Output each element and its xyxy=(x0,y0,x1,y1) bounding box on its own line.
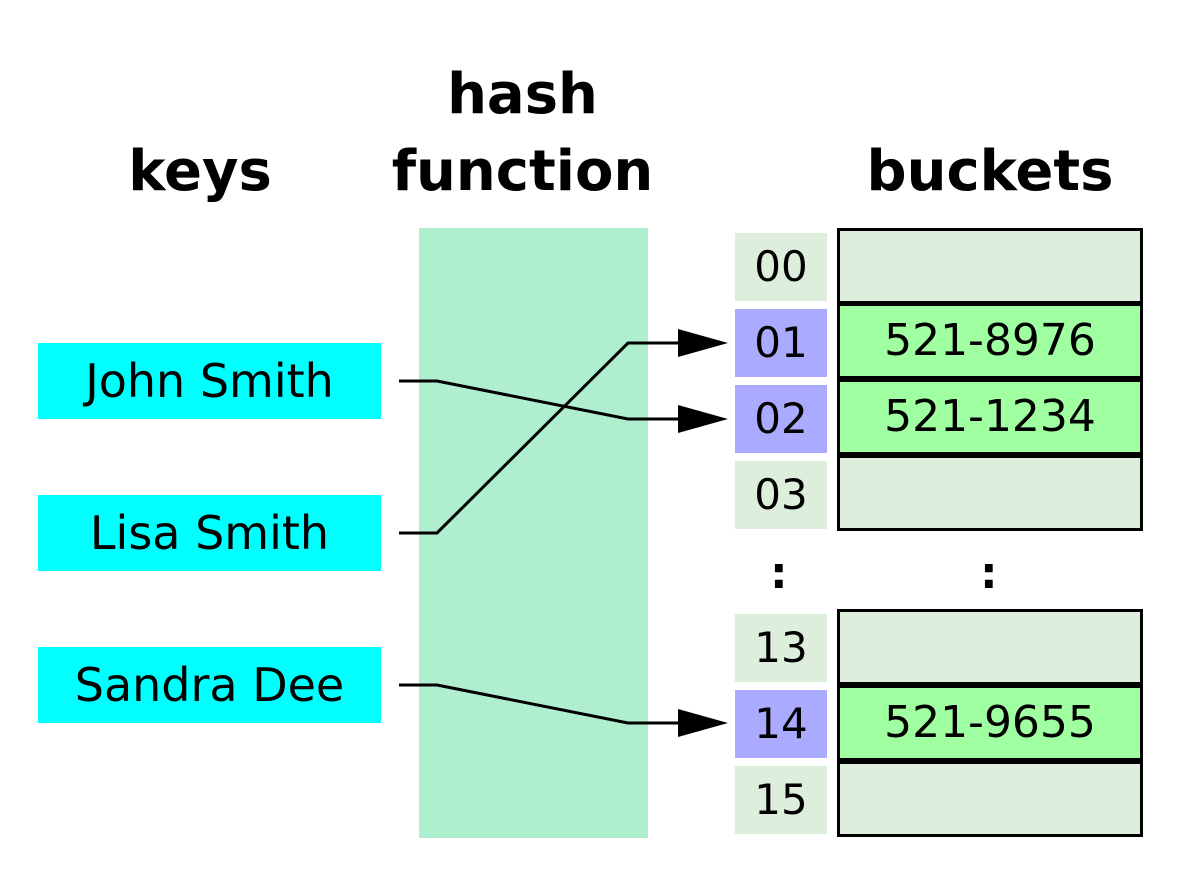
arrow-lisa-smith xyxy=(399,341,690,535)
buckets-header: buckets xyxy=(866,139,1114,204)
index-cell: 00 xyxy=(735,233,827,301)
index-cell: 01 xyxy=(735,309,827,377)
arrow-sandra-dee xyxy=(399,683,690,725)
key-sandra-dee: Sandra Dee xyxy=(38,647,381,723)
keys-header: keys xyxy=(128,139,272,204)
arrowhead-icon xyxy=(678,709,728,737)
index-cell: 14 xyxy=(735,690,827,758)
bucket-cell: 521-9655 xyxy=(837,685,1143,761)
arrow-john-smith xyxy=(399,379,690,421)
bucket-cell xyxy=(837,761,1143,837)
hash-function-header-line2: function xyxy=(391,139,654,204)
index-cell: 03 xyxy=(735,461,827,529)
bucket-cell xyxy=(837,228,1143,304)
arrowhead-icon xyxy=(678,329,728,357)
bucket-cell xyxy=(837,455,1143,531)
hash-function-box xyxy=(419,228,648,838)
arrowhead-icon xyxy=(678,405,728,433)
bucket-ellipsis: : xyxy=(980,548,998,599)
bucket-cell: 521-1234 xyxy=(837,379,1143,455)
hash-function-header-line1: hash xyxy=(447,62,598,127)
index-cell: 13 xyxy=(735,614,827,682)
index-cell: 02 xyxy=(735,385,827,453)
key-lisa-smith: Lisa Smith xyxy=(38,495,381,571)
index-cell: 15 xyxy=(735,766,827,834)
bucket-cell: 521-8976 xyxy=(837,303,1143,379)
key-john-smith: John Smith xyxy=(38,343,381,419)
index-ellipsis: : xyxy=(770,548,788,599)
bucket-cell xyxy=(837,609,1143,685)
